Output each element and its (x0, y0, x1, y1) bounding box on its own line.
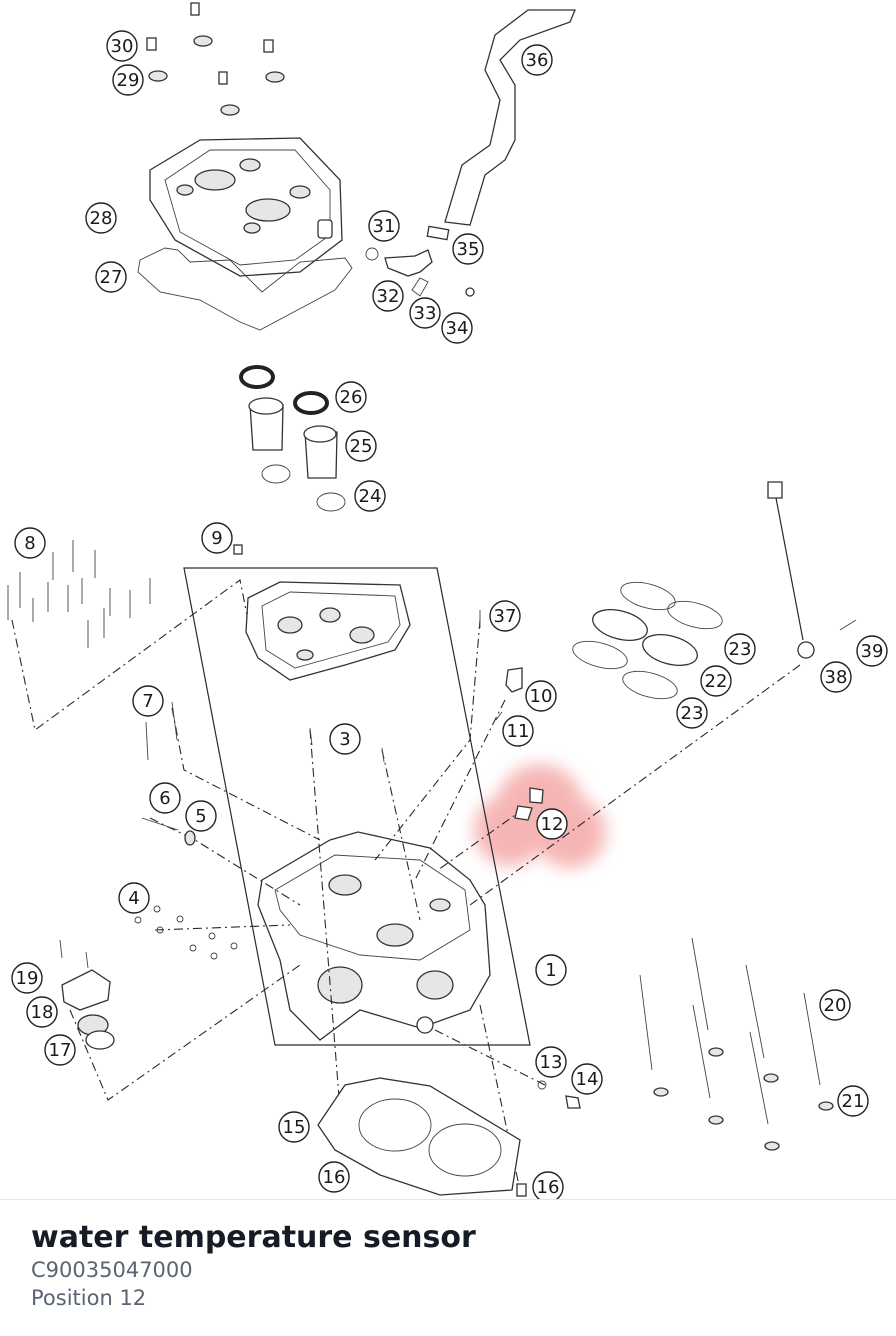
svg-text:21: 21 (842, 1091, 865, 1112)
head-bolts-8 (7, 540, 249, 731)
part-number: C90035047000 (31, 1258, 193, 1282)
svg-text:35: 35 (457, 239, 480, 260)
callout-36[interactable]: 36 (521, 44, 553, 76)
callout-39[interactable]: 39 (856, 635, 888, 667)
callout-19[interactable]: 19 (11, 962, 43, 994)
callout-29[interactable]: 29 (112, 64, 144, 96)
callout-17[interactable]: 17 (44, 1034, 76, 1066)
callout-37[interactable]: 37 (489, 600, 521, 632)
svg-text:12: 12 (541, 814, 564, 835)
callout-27[interactable]: 27 (95, 261, 127, 293)
svg-text:39: 39 (861, 641, 884, 662)
callout-16[interactable]: 16 (532, 1171, 564, 1200)
svg-text:24: 24 (359, 486, 382, 507)
callout-11[interactable]: 11 (502, 715, 534, 747)
callout-30[interactable]: 30 (106, 30, 138, 62)
svg-text:34: 34 (446, 318, 469, 339)
svg-text:20: 20 (824, 995, 847, 1016)
svg-text:38: 38 (825, 667, 848, 688)
svg-text:15: 15 (283, 1117, 306, 1138)
callout-28[interactable]: 28 (85, 202, 117, 234)
svg-text:26: 26 (340, 387, 363, 408)
svg-text:6: 6 (159, 788, 170, 809)
callout-13[interactable]: 13 (535, 1046, 567, 1078)
callout-8[interactable]: 8 (14, 527, 46, 559)
svg-text:36: 36 (526, 50, 549, 71)
head-studs-group (639, 937, 834, 1151)
svg-text:25: 25 (350, 436, 373, 457)
svg-text:30: 30 (111, 36, 134, 57)
svg-text:17: 17 (49, 1040, 72, 1061)
svg-text:7: 7 (142, 691, 153, 712)
callout-24[interactable]: 24 (354, 480, 386, 512)
callout-31[interactable]: 31 (368, 210, 400, 242)
svg-text:23: 23 (681, 703, 704, 724)
callout-12-selected[interactable]: 12 (536, 808, 568, 840)
svg-text:19: 19 (16, 968, 39, 989)
callout-25[interactable]: 25 (345, 430, 377, 462)
callout-32[interactable]: 32 (372, 280, 404, 312)
svg-text:28: 28 (90, 208, 113, 229)
svg-text:37: 37 (494, 606, 517, 627)
svg-text:4: 4 (128, 888, 139, 909)
callout-5[interactable]: 5 (185, 800, 217, 832)
intake-group (572, 581, 723, 700)
bearing-group (239, 365, 346, 512)
callout-20[interactable]: 20 (819, 989, 851, 1021)
svg-text:13: 13 (540, 1052, 563, 1073)
svg-text:16: 16 (537, 1177, 560, 1198)
svg-text:10: 10 (530, 686, 553, 707)
svg-text:33: 33 (414, 303, 437, 324)
svg-text:31: 31 (373, 216, 396, 237)
cylinder-head-group (59, 544, 801, 1197)
callout-18[interactable]: 18 (26, 996, 58, 1028)
svg-text:3: 3 (339, 729, 350, 750)
svg-text:1: 1 (545, 960, 556, 981)
callout-4[interactable]: 4 (118, 882, 150, 914)
svg-text:9: 9 (211, 528, 222, 549)
callout-10[interactable]: 10 (525, 680, 557, 712)
svg-text:8: 8 (24, 533, 35, 554)
svg-text:27: 27 (100, 267, 123, 288)
valve-cover-group (137, 2, 576, 331)
callout-33[interactable]: 33 (409, 297, 441, 329)
sensor-cable-group (767, 481, 857, 659)
callout-22[interactable]: 22 (700, 665, 732, 697)
svg-text:5: 5 (195, 806, 206, 827)
svg-text:23: 23 (729, 639, 752, 660)
callout-23[interactable]: 23 (724, 633, 756, 665)
exploded-parts-diagram: 1 3 4 5 6 7 8 9 10 11 12 13 14 15 16 16 … (7, 2, 888, 1200)
callout-7[interactable]: 7 (132, 685, 164, 717)
callout-14[interactable]: 14 (571, 1063, 603, 1095)
svg-text:14: 14 (576, 1069, 599, 1090)
callout-38[interactable]: 38 (820, 661, 852, 693)
callout-35[interactable]: 35 (452, 233, 484, 265)
svg-text:18: 18 (31, 1002, 54, 1023)
callout-16[interactable]: 16 (318, 1161, 350, 1193)
callout-3[interactable]: 3 (329, 723, 361, 755)
part-info-panel: water temperature sensor C90035047000 Po… (0, 1199, 896, 1336)
callout-26[interactable]: 26 (335, 381, 367, 413)
svg-text:16: 16 (323, 1167, 346, 1188)
svg-text:32: 32 (377, 286, 400, 307)
callout-21[interactable]: 21 (837, 1085, 869, 1117)
callout-6[interactable]: 6 (149, 782, 181, 814)
callout-34[interactable]: 34 (441, 312, 473, 344)
svg-text:29: 29 (117, 70, 140, 91)
callout-1[interactable]: 1 (535, 954, 567, 986)
part-name: water temperature sensor (31, 1220, 476, 1255)
callout-15[interactable]: 15 (278, 1111, 310, 1143)
svg-text:11: 11 (507, 721, 530, 742)
part-position: Position 12 (31, 1286, 147, 1310)
svg-text:22: 22 (705, 671, 728, 692)
callout-9[interactable]: 9 (201, 522, 233, 554)
callout-23[interactable]: 23 (676, 697, 708, 729)
